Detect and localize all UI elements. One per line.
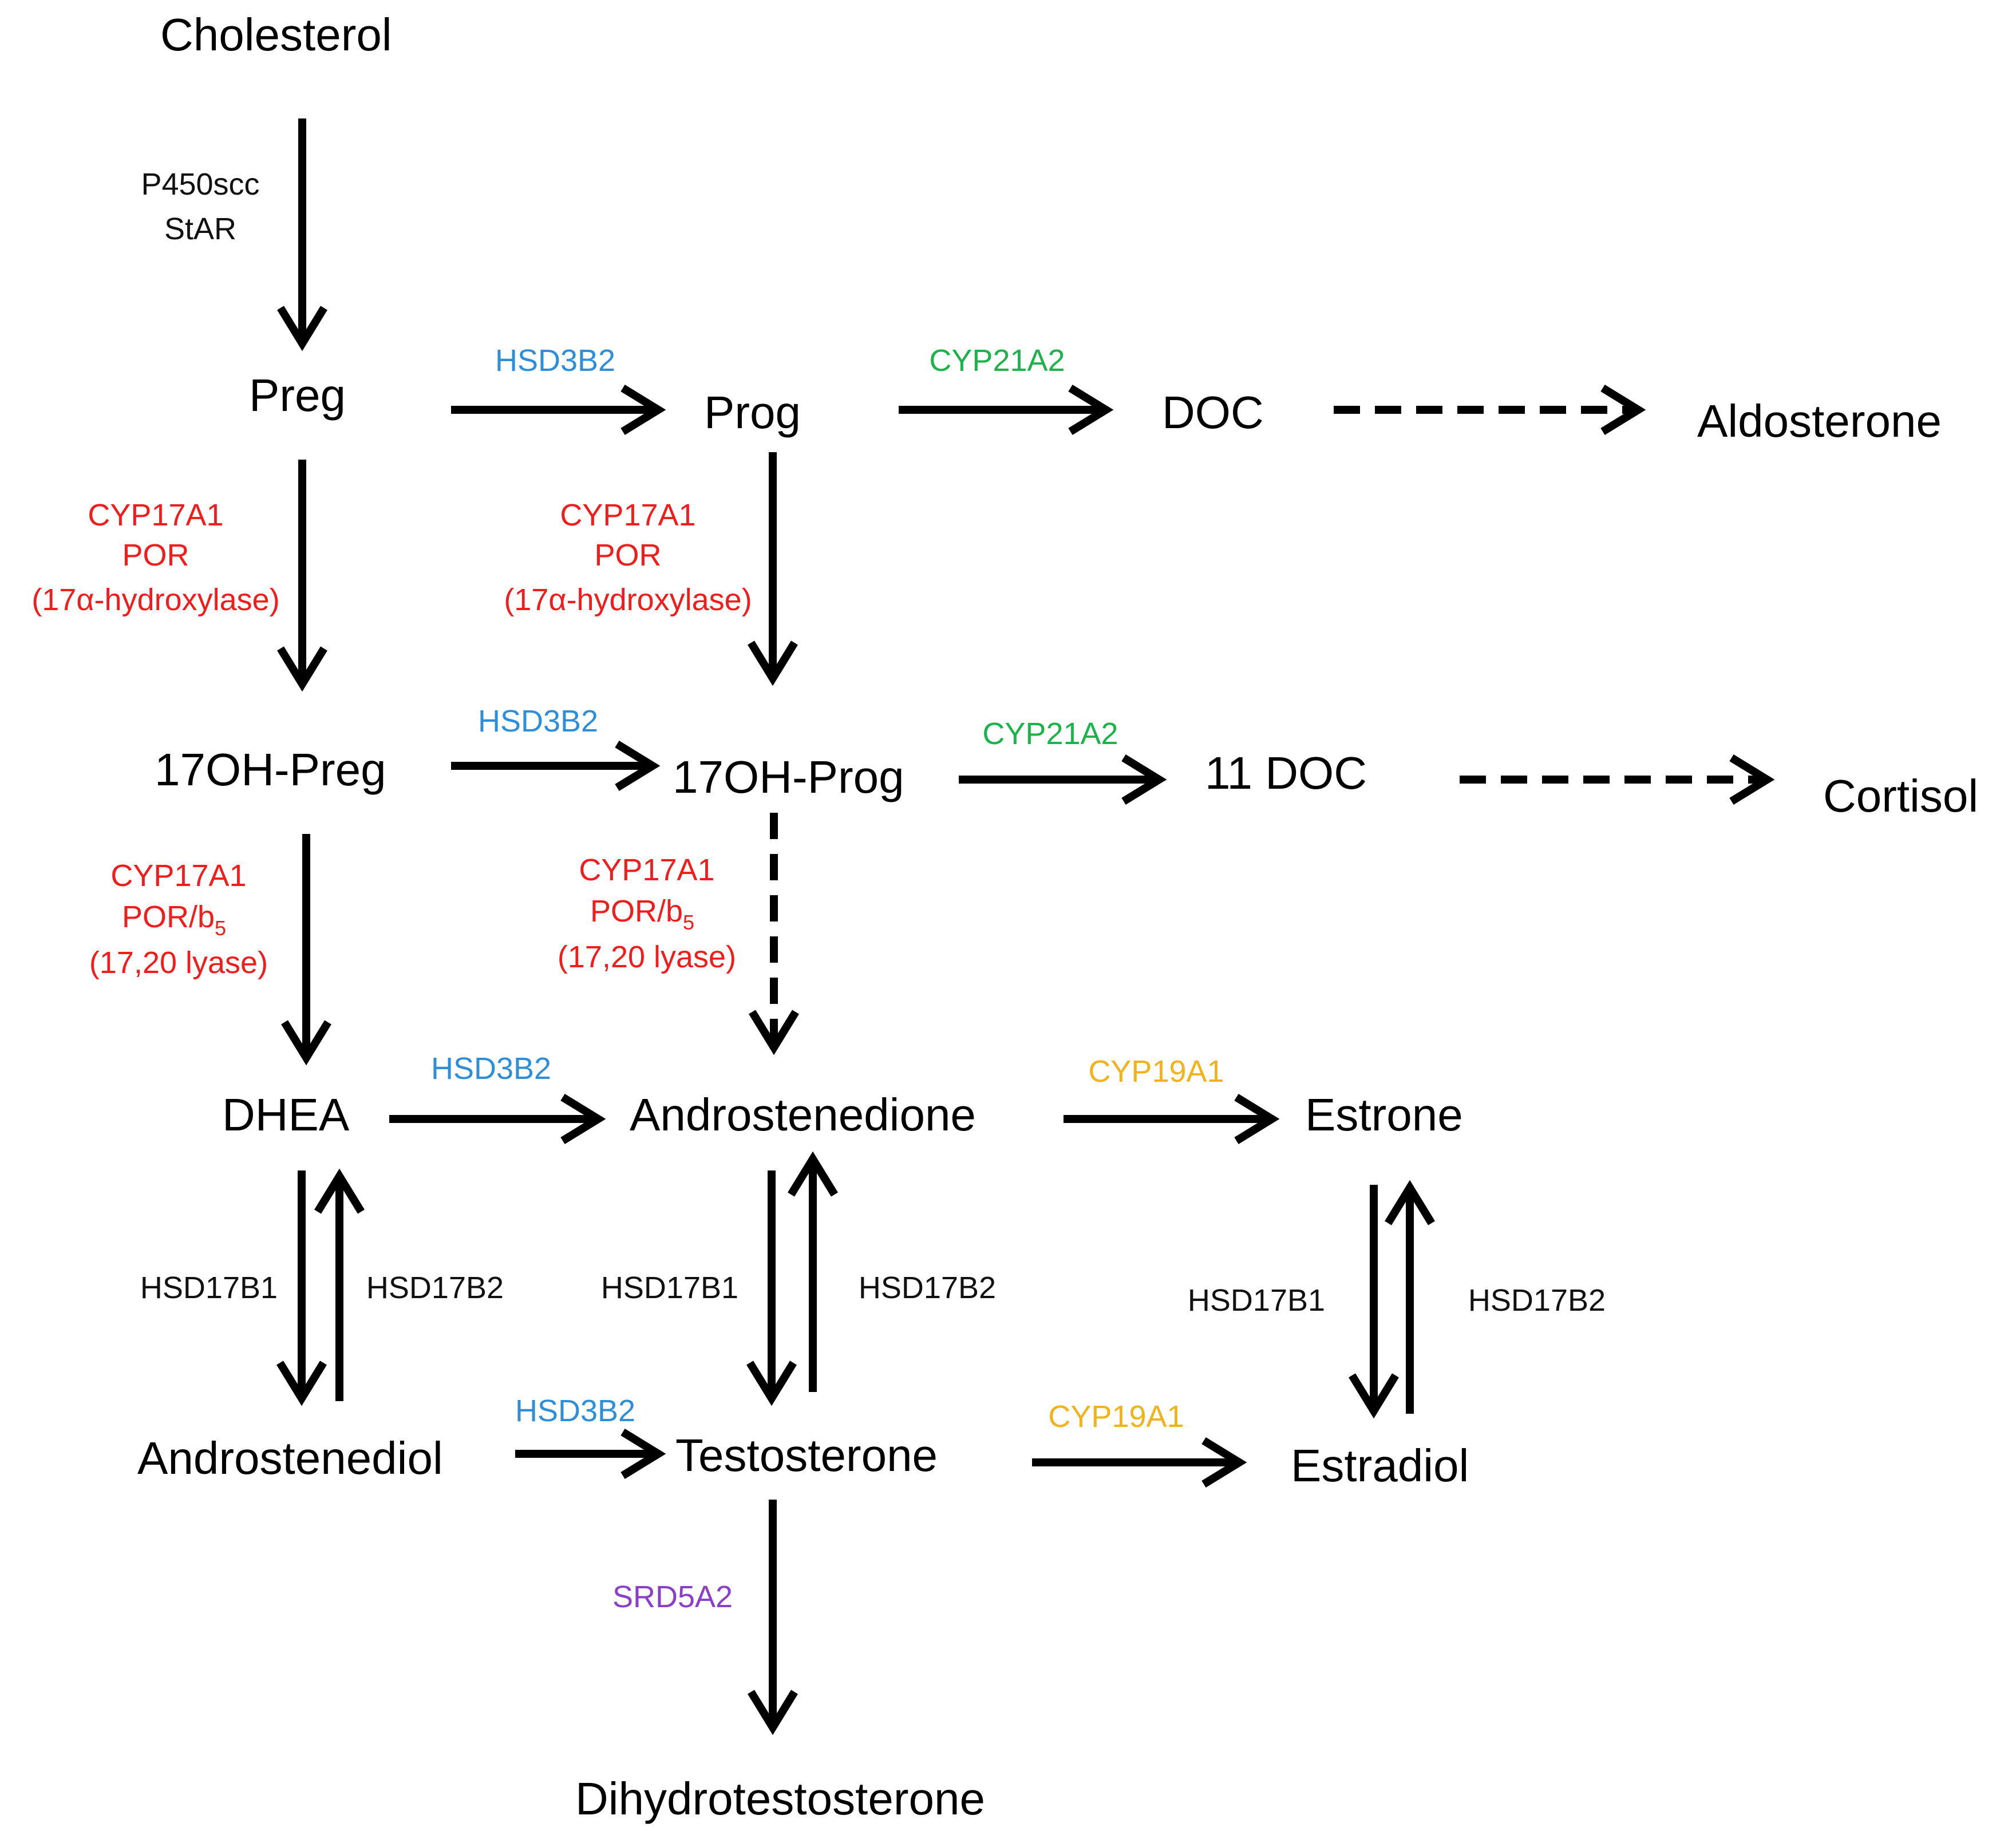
arrow-prog-to-17oh-prog bbox=[748, 452, 798, 686]
arrow-dhea-to-androstenedione bbox=[389, 1094, 606, 1144]
arrow-17oh-prog-to-11doc bbox=[959, 754, 1167, 805]
node-cholesterol: Cholesterol bbox=[160, 9, 392, 60]
metabolite-nodes: Cholesterol Preg Prog DOC Aldosterone 17… bbox=[137, 9, 1978, 1824]
enzyme-hsd17b2-androstenedione: HSD17B2 bbox=[859, 1271, 996, 1305]
arrow-testosterone-to-dht bbox=[748, 1500, 798, 1735]
enzyme-p450scc: P450scc bbox=[141, 167, 259, 201]
enzyme-cyp17a1-lyase-middle: CYP17A1 bbox=[579, 853, 714, 887]
arrow-17oh-preg-to-dhea bbox=[281, 834, 331, 1066]
arrow-androstenediol-to-dhea bbox=[314, 1168, 365, 1401]
node-aldosterone: Aldosterone bbox=[1697, 396, 1942, 446]
enzyme-hsd17b1-dhea: HSD17B1 bbox=[140, 1271, 278, 1305]
arrow-prog-to-doc bbox=[899, 385, 1114, 435]
node-estradiol: Estradiol bbox=[1291, 1440, 1469, 1491]
arrow-17oh-preg-to-17oh-prog bbox=[451, 741, 661, 791]
enzyme-labels: P450scc StAR HSD3B2 HSD3B2 HSD3B2 HSD3B2… bbox=[31, 167, 1606, 1614]
enzyme-cyp17a1-hydroxylase-middle: CYP17A1 bbox=[560, 498, 695, 532]
enzyme-por-b5-lyase-left: POR/b5 bbox=[122, 900, 226, 940]
enzyme-hsd17b2-dhea: HSD17B2 bbox=[366, 1271, 504, 1305]
enzyme-17a-hydroxylase-label-left: (17α-hydroxylase) bbox=[31, 583, 279, 617]
pathway-arrows bbox=[276, 118, 1775, 1735]
arrow-androstenedione-to-testosterone bbox=[746, 1170, 797, 1406]
arrow-17oh-prog-to-androstenedione-dashed bbox=[749, 813, 799, 1055]
enzyme-hsd17b1-estrone: HSD17B1 bbox=[1188, 1283, 1325, 1318]
arrow-dhea-to-androstenediol bbox=[276, 1170, 327, 1406]
node-dhea: DHEA bbox=[222, 1089, 350, 1140]
enzyme-por-b5-lyase-middle: POR/b5 bbox=[590, 894, 694, 934]
node-prog: Prog bbox=[704, 387, 801, 438]
por-b-text: POR/b bbox=[122, 900, 215, 934]
arrow-preg-to-prog bbox=[451, 385, 666, 435]
enzyme-cyp19a1-testosterone-estradiol: CYP19A1 bbox=[1048, 1399, 1184, 1434]
b5-subscript: 5 bbox=[683, 911, 694, 934]
arrow-testosterone-to-estradiol bbox=[1032, 1437, 1247, 1488]
node-11doc: 11 DOC bbox=[1205, 748, 1367, 798]
node-cortisol: Cortisol bbox=[1823, 770, 1978, 821]
enzyme-srd5a2: SRD5A2 bbox=[612, 1580, 733, 1614]
enzyme-hsd3b2-17ohpreg-17ohprog: HSD3B2 bbox=[478, 704, 598, 738]
enzyme-17a-hydroxylase-label-middle: (17α-hydroxylase) bbox=[504, 583, 752, 617]
por-b-text: POR/b bbox=[590, 894, 683, 928]
enzyme-17-20-lyase-label-middle: (17,20 lyase) bbox=[558, 940, 736, 974]
arrow-preg-to-17oh-preg bbox=[277, 460, 327, 692]
enzyme-hsd3b2-preg-prog: HSD3B2 bbox=[495, 343, 615, 378]
arrow-cholesterol-to-preg bbox=[277, 118, 327, 351]
node-dihydrotestosterone: Dihydrotestosterone bbox=[575, 1773, 985, 1824]
enzyme-por-hydroxylase-middle: POR bbox=[594, 538, 661, 572]
enzyme-hsd17b1-androstenedione: HSD17B1 bbox=[601, 1271, 738, 1305]
enzyme-hsd17b2-estrone: HSD17B2 bbox=[1468, 1283, 1606, 1318]
node-androstenediol: Androstenediol bbox=[137, 1433, 443, 1484]
arrow-androstenedione-to-estrone bbox=[1064, 1094, 1280, 1144]
node-17oh-prog: 17OH-Prog bbox=[673, 752, 904, 802]
enzyme-hsd3b2-androstenediol-testosterone: HSD3B2 bbox=[515, 1394, 635, 1428]
enzyme-cyp19a1-androstenedione-estrone: CYP19A1 bbox=[1088, 1054, 1224, 1089]
enzyme-cyp17a1-hydroxylase-left: CYP17A1 bbox=[88, 498, 223, 532]
arrow-11doc-to-cortisol-dashed bbox=[1460, 754, 1775, 805]
arrow-doc-to-aldosterone-dashed bbox=[1334, 385, 1646, 435]
arrow-estradiol-to-estrone bbox=[1385, 1180, 1435, 1414]
enzyme-hsd3b2-dhea-androstenedione: HSD3B2 bbox=[431, 1051, 551, 1086]
enzyme-17-20-lyase-label-left: (17,20 lyase) bbox=[89, 946, 268, 980]
enzyme-cyp21a2-17ohprog-11doc: CYP21A2 bbox=[982, 717, 1118, 751]
arrow-testosterone-to-androstenedione bbox=[788, 1151, 838, 1392]
enzyme-star: StAR bbox=[164, 212, 236, 246]
b5-subscript: 5 bbox=[215, 916, 226, 940]
enzyme-por-hydroxylase-left: POR bbox=[122, 538, 189, 572]
node-17oh-preg: 17OH-Preg bbox=[155, 744, 386, 795]
node-androstenedione: Androstenedione bbox=[630, 1089, 976, 1140]
node-estrone: Estrone bbox=[1305, 1089, 1463, 1140]
enzyme-cyp21a2-prog-doc: CYP21A2 bbox=[929, 343, 1065, 378]
node-testosterone: Testosterone bbox=[675, 1430, 938, 1481]
node-doc: DOC bbox=[1162, 387, 1264, 438]
arrow-estrone-to-estradiol bbox=[1349, 1185, 1399, 1419]
arrow-androstenediol-to-testosterone bbox=[515, 1429, 666, 1479]
node-preg: Preg bbox=[249, 370, 346, 421]
enzyme-cyp17a1-lyase-left: CYP17A1 bbox=[110, 859, 246, 893]
